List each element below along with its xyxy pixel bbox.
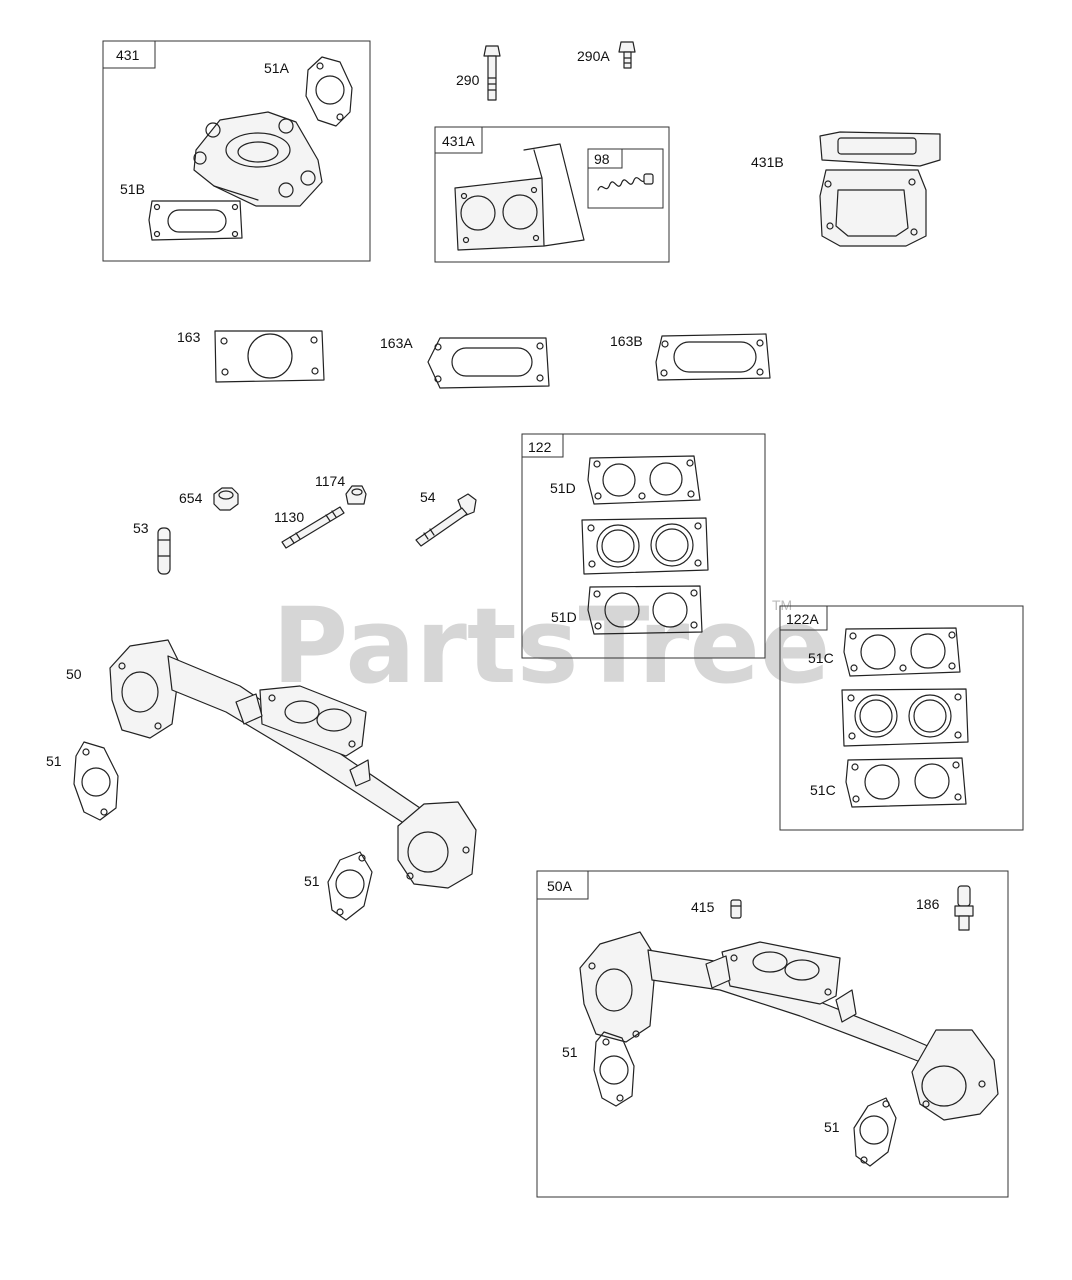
callout-53[interactable]: 53: [133, 520, 149, 536]
dowel-53-icon[interactable]: [157, 527, 171, 575]
gasket-51a-icon[interactable]: [305, 56, 353, 127]
callout-51-50a-left[interactable]: 51: [562, 1044, 578, 1060]
gasket-51d-bottom-icon[interactable]: [587, 585, 703, 635]
adapter-431b-icon[interactable]: [819, 131, 941, 247]
gasket-122-middle-icon[interactable]: [581, 517, 709, 575]
callout-1174[interactable]: 1174: [315, 473, 345, 489]
callout-290a[interactable]: 290A: [577, 48, 610, 64]
gasket-163a-icon[interactable]: [427, 337, 550, 389]
callout-54[interactable]: 54: [420, 489, 436, 505]
callout-51c-top[interactable]: 51C: [808, 650, 834, 666]
gasket-163-icon[interactable]: [214, 330, 325, 383]
box-122: 122: [521, 433, 766, 659]
callout-51d-top[interactable]: 51D: [550, 480, 576, 496]
callout-1130[interactable]: 1130: [274, 509, 304, 525]
adapter-431-icon[interactable]: [193, 111, 323, 207]
spring-98-icon[interactable]: [597, 173, 654, 191]
box-label-122: 122: [528, 439, 552, 455]
watermark-trademark: TM: [772, 597, 792, 613]
stud-1130-icon[interactable]: [281, 506, 345, 549]
box-label-431: 431: [116, 47, 140, 63]
gasket-51d-top-icon[interactable]: [587, 455, 701, 505]
callout-163a[interactable]: 163A: [380, 335, 413, 351]
bolt-290a-icon[interactable]: [618, 41, 636, 69]
manifold-50-icon[interactable]: [109, 639, 477, 889]
box-431a: 431A: [434, 126, 670, 263]
fitting-186-icon[interactable]: [954, 885, 974, 931]
nut-654-icon[interactable]: [213, 487, 239, 511]
callout-51c-bottom[interactable]: 51C: [810, 782, 836, 798]
gasket-51-left-icon[interactable]: [73, 741, 119, 821]
callout-415[interactable]: 415: [691, 899, 715, 915]
box-label-98: 98: [594, 151, 610, 167]
callout-654[interactable]: 654: [179, 490, 203, 506]
callout-431b[interactable]: 431B: [751, 154, 784, 170]
box-431: 431: [102, 40, 371, 262]
box-label-50a: 50A: [547, 878, 573, 894]
callout-163[interactable]: 163: [177, 329, 201, 345]
callout-51d-bottom[interactable]: 51D: [551, 609, 577, 625]
plug-415-icon[interactable]: [730, 899, 742, 919]
callout-186[interactable]: 186: [916, 896, 940, 912]
gasket-51-50a-left-icon[interactable]: [593, 1031, 635, 1107]
gasket-51-50a-right-icon[interactable]: [853, 1097, 897, 1167]
bolt-290-icon[interactable]: [483, 45, 501, 101]
callout-50[interactable]: 50: [66, 666, 82, 682]
callout-163b[interactable]: 163B: [610, 333, 643, 349]
gasket-51c-top-icon[interactable]: [843, 627, 961, 677]
gasket-51c-bottom-icon[interactable]: [845, 757, 967, 808]
callout-51-mid[interactable]: 51: [304, 873, 320, 889]
adapter-431a-icon[interactable]: [454, 143, 585, 251]
gasket-163b-icon[interactable]: [655, 333, 771, 381]
gasket-122a-middle-icon[interactable]: [841, 688, 969, 747]
plug-1174-icon[interactable]: [345, 485, 367, 505]
box-50a: 50A: [536, 870, 1009, 1198]
callout-51-left[interactable]: 51: [46, 753, 62, 769]
callout-51-50a-right[interactable]: 51: [824, 1119, 840, 1135]
box-label-122a: 122A: [786, 611, 819, 627]
box-98: 98: [587, 148, 664, 209]
callout-290[interactable]: 290: [456, 72, 480, 88]
box-label-431a: 431A: [442, 133, 475, 149]
manifold-50a-icon[interactable]: [579, 931, 999, 1121]
gasket-51b-icon[interactable]: [148, 200, 243, 241]
callout-51a[interactable]: 51A: [264, 60, 290, 76]
box-122a: 122A: [779, 605, 1024, 831]
watermark: PartsTree: [272, 585, 830, 707]
bolt-54-icon[interactable]: [415, 493, 477, 547]
gasket-51-mid-icon[interactable]: [327, 851, 373, 921]
callout-51b[interactable]: 51B: [120, 181, 145, 197]
